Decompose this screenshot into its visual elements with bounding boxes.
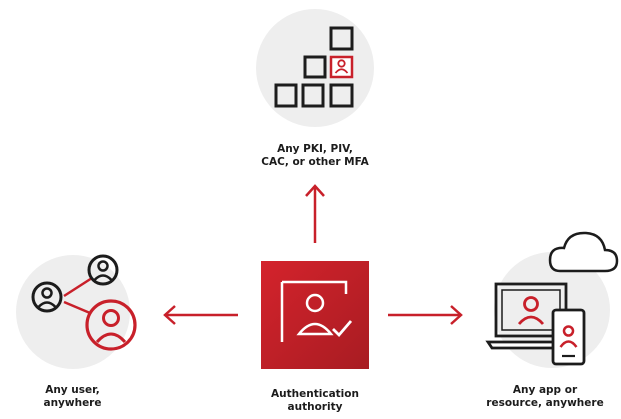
users-network-icon: [31, 254, 137, 351]
arrow-up: [305, 184, 325, 243]
mfa-circle: [256, 9, 374, 127]
arrow-right: [388, 305, 463, 325]
phone-icon: [551, 308, 586, 366]
cloud-icon: [548, 231, 619, 273]
app-resource-label: Any app or resource, anywhere: [486, 384, 604, 409]
user-label: Any user, anywhere: [43, 384, 102, 409]
authentication-authority-icon: [261, 261, 369, 369]
laptop-user-icon: [517, 296, 545, 325]
phone-user-icon: [559, 325, 578, 348]
mfa-label: Any PKI, PIV, CAC, or other MFA: [261, 143, 369, 168]
mfa-user-badge-icon: [334, 59, 349, 74]
authentication-authority-label: Authentication authority: [271, 388, 359, 413]
arrow-left: [163, 305, 238, 325]
